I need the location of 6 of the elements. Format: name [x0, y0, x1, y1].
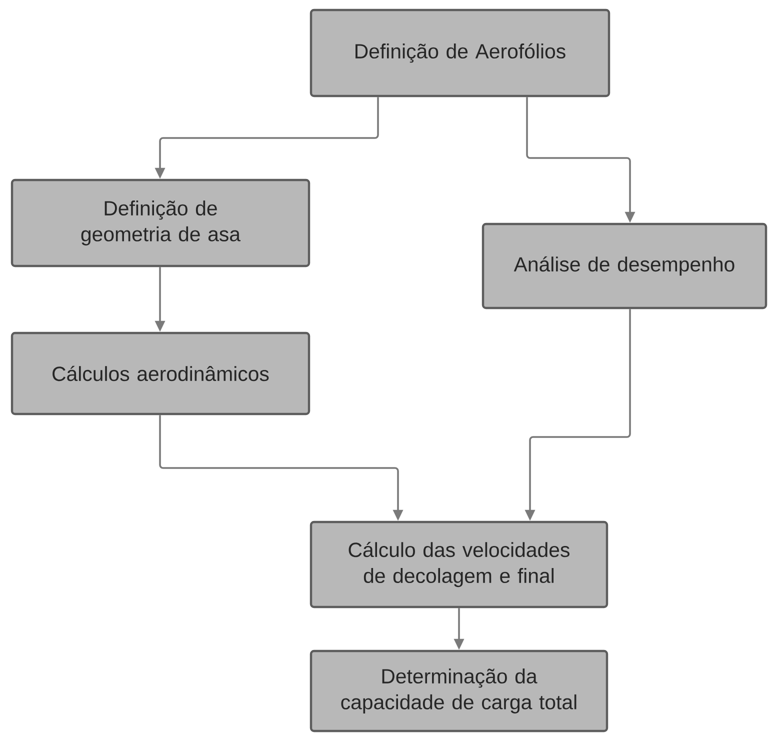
process-box: Cálculos aerodinâmicos	[10, 332, 310, 416]
process-box: Cálculo das velocidades de decolagem e final	[310, 520, 608, 608]
process-box: Análise de desempenho	[482, 222, 768, 310]
process-box: Definição de geometria de asa	[10, 178, 310, 268]
process-box: Definição de Aerofólios	[310, 8, 610, 98]
process-box: Determinação da capacidade de carga total	[310, 650, 608, 732]
